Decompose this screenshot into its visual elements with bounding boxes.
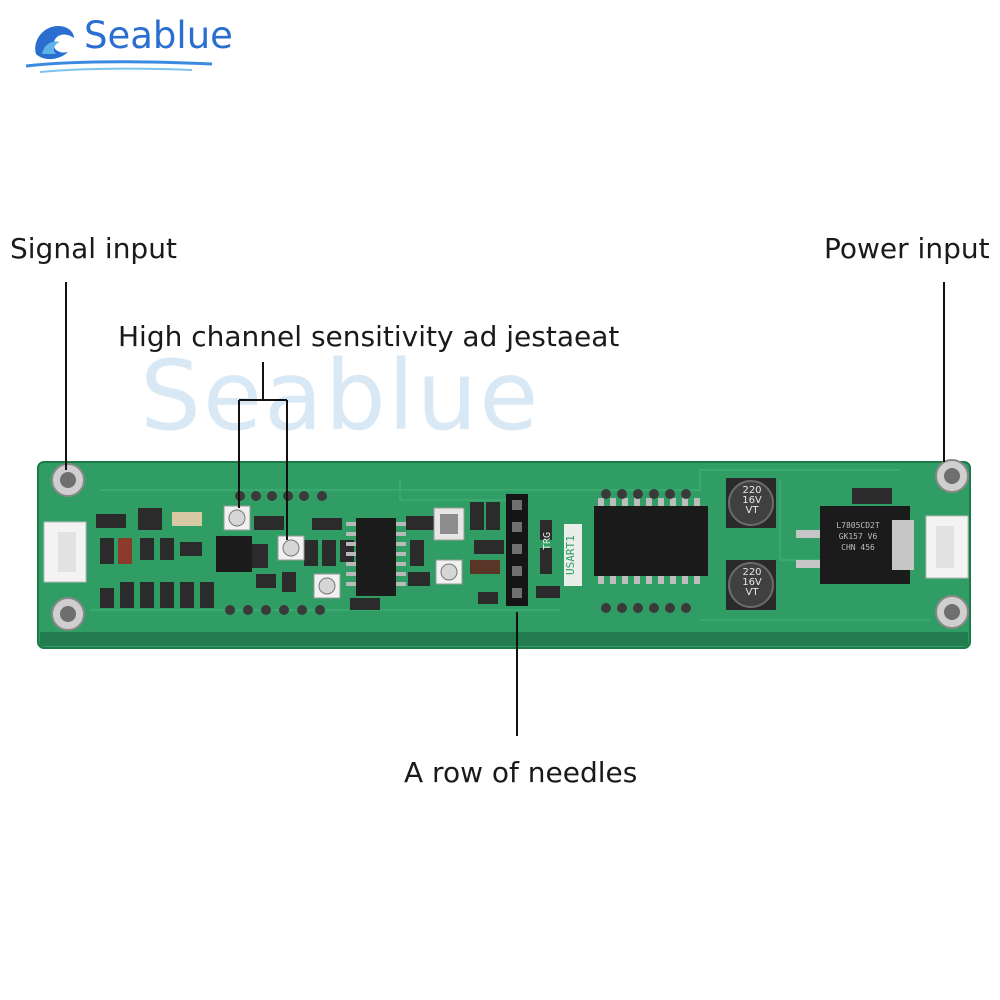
watermark-text: Seablue	[140, 340, 541, 452]
electrolytic-capacitor-bottom	[726, 560, 776, 610]
needles-label: A row of needles	[404, 756, 638, 789]
brand-name: Seablue	[84, 14, 233, 57]
ic-small	[216, 536, 252, 572]
voltage-regulator	[796, 506, 914, 584]
brand-logo	[22, 10, 232, 80]
mcu-chip	[594, 506, 708, 576]
signal-input-label: Signal input	[10, 232, 177, 265]
wave-logo-icon	[25, 26, 213, 73]
usart-silkscreen: USART1	[564, 524, 582, 586]
pin-header	[506, 494, 528, 606]
cap-bottom-marking: 220 16V VT	[742, 567, 762, 598]
regulator-marking: L7805CD2T GK157 V6 CHN 456	[836, 521, 880, 552]
ic-soic	[356, 518, 396, 596]
electrolytic-capacitor-top	[726, 478, 776, 528]
sensitivity-label: High channel sensitivity ad jestaeat	[118, 320, 620, 353]
cap-top-marking: 220 16V VT	[742, 485, 762, 516]
power-input-label: Power input	[824, 232, 990, 265]
trimmer-potentiometers	[223, 505, 463, 599]
mounting-holes	[51, 459, 969, 631]
trg-silkscreen: TRG	[542, 532, 553, 551]
